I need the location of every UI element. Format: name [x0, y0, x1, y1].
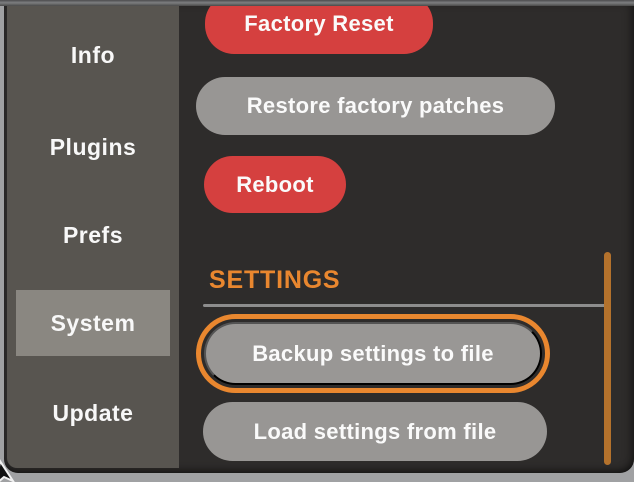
sidebar-item-label: Prefs [62, 221, 124, 248]
vertical-scrollbar-thumb[interactable] [604, 252, 611, 465]
sidebar-item-info[interactable]: Info [7, 37, 179, 73]
load-settings-from-file-button[interactable]: Load settings from file [203, 402, 547, 461]
sidebar-item-plugins[interactable]: Plugins [7, 129, 179, 165]
factory-reset-button[interactable]: Factory Reset [205, 0, 433, 54]
settings-sidebar: Info Plugins Prefs System Update [7, 6, 179, 468]
settings-section-divider [203, 304, 606, 307]
restore-factory-patches-button[interactable]: Restore factory patches [196, 77, 555, 135]
backup-settings-focus-ring: Backup settings to file [196, 314, 550, 393]
sidebar-item-system[interactable]: System [16, 290, 170, 356]
sidebar-item-label: System [50, 309, 136, 336]
sidebar-item-label: Update [52, 399, 134, 426]
sidebar-item-label: Plugins [49, 133, 137, 160]
reboot-button[interactable]: Reboot [204, 156, 346, 213]
backup-settings-to-file-button[interactable]: Backup settings to file [204, 322, 542, 385]
sidebar-item-prefs[interactable]: Prefs [7, 217, 179, 253]
settings-section-heading: SETTINGS [209, 266, 341, 294]
sidebar-item-label: Info [70, 41, 116, 68]
window-top-edge [0, 0, 634, 6]
sidebar-item-update[interactable]: Update [7, 395, 179, 431]
